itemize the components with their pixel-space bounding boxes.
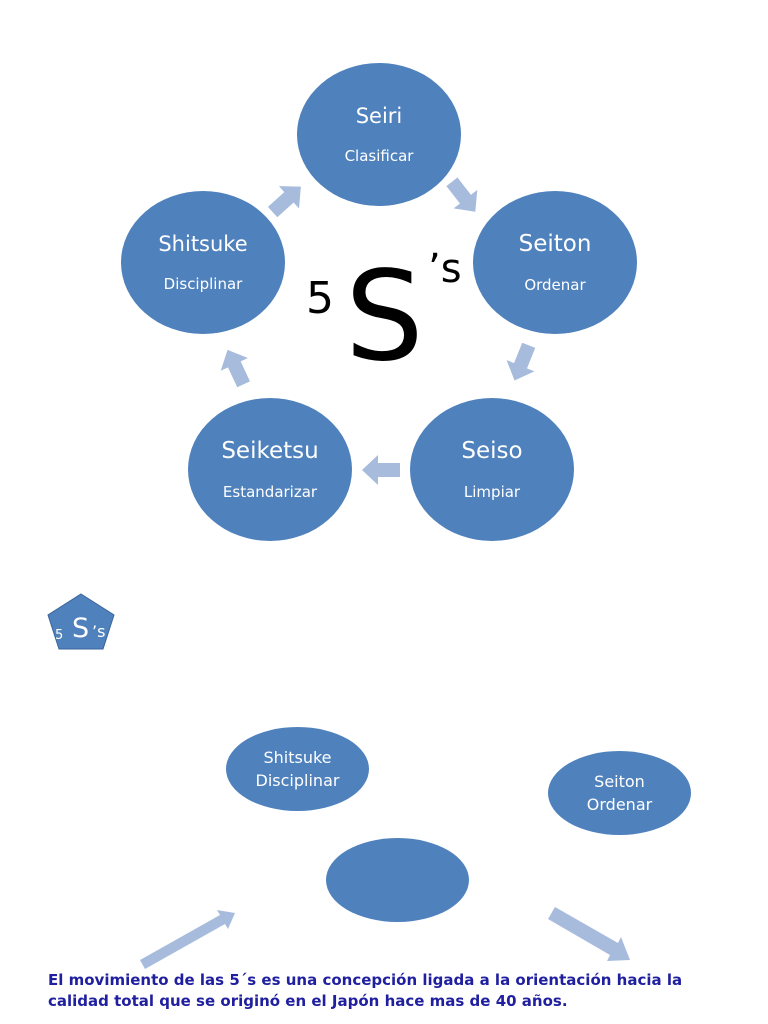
arrow-seiri-to-seiton-icon [446, 177, 478, 212]
pentagon-letter: S [72, 613, 90, 644]
node-seiketsu: Seiketsu Estandarizar [188, 398, 352, 541]
node-subtitle: Disciplinar [163, 274, 243, 293]
logo-suffix: ’s [428, 246, 462, 292]
node-subtitle: Estandarizar [222, 482, 318, 501]
node-title: Seiketsu [221, 437, 319, 464]
node-seiso: Seiso Limpiar [410, 398, 574, 541]
node-subtitle: Disciplinar [255, 771, 340, 790]
pentagon-suffix: ’s [92, 622, 106, 641]
node-subtitle: Ordenar [586, 795, 653, 814]
arrow-lower-left-icon [140, 910, 235, 969]
node-subtitle: Limpiar [463, 482, 521, 501]
arrow-seiketsu-to-shitsuke-icon [220, 349, 250, 388]
node-title: Seiton [518, 230, 592, 257]
node-title: Shitsuke [158, 231, 248, 256]
node-title: Seiton [594, 771, 645, 791]
node-shitsuke: Shitsuke Disciplinar [121, 191, 285, 334]
node-title: Seiri [355, 103, 403, 128]
pentagon-shape [47, 593, 115, 650]
pentagon-logo: 5 S ’s [47, 593, 115, 651]
arrow-lower-right-icon [548, 907, 630, 961]
arrow-seiso-to-seiketsu-icon [362, 455, 400, 485]
logo-letter: S [345, 245, 424, 389]
node-subtitle: Clasificar [344, 146, 414, 165]
node-seiton: Seiton Ordenar [473, 191, 637, 334]
node-seiri: Seiri Clasificar [297, 63, 461, 206]
node-shitsuke-lower: Shitsuke Disciplinar [226, 727, 369, 811]
node-title: Seiso [461, 437, 523, 464]
node-subtitle: Ordenar [524, 275, 586, 294]
node-seiton-lower: Seiton Ordenar [548, 751, 691, 835]
arrow-seiton-to-seiso-icon [506, 342, 536, 381]
logo-number: 5 [306, 273, 334, 324]
node-title: Shitsuke [263, 747, 332, 767]
pentagon-number: 5 [55, 628, 64, 643]
arrow-shitsuke-to-seiri-icon [267, 186, 301, 218]
description-text: El movimiento de las 5´s es una concepci… [48, 971, 683, 1010]
node-center-lower [326, 838, 469, 922]
